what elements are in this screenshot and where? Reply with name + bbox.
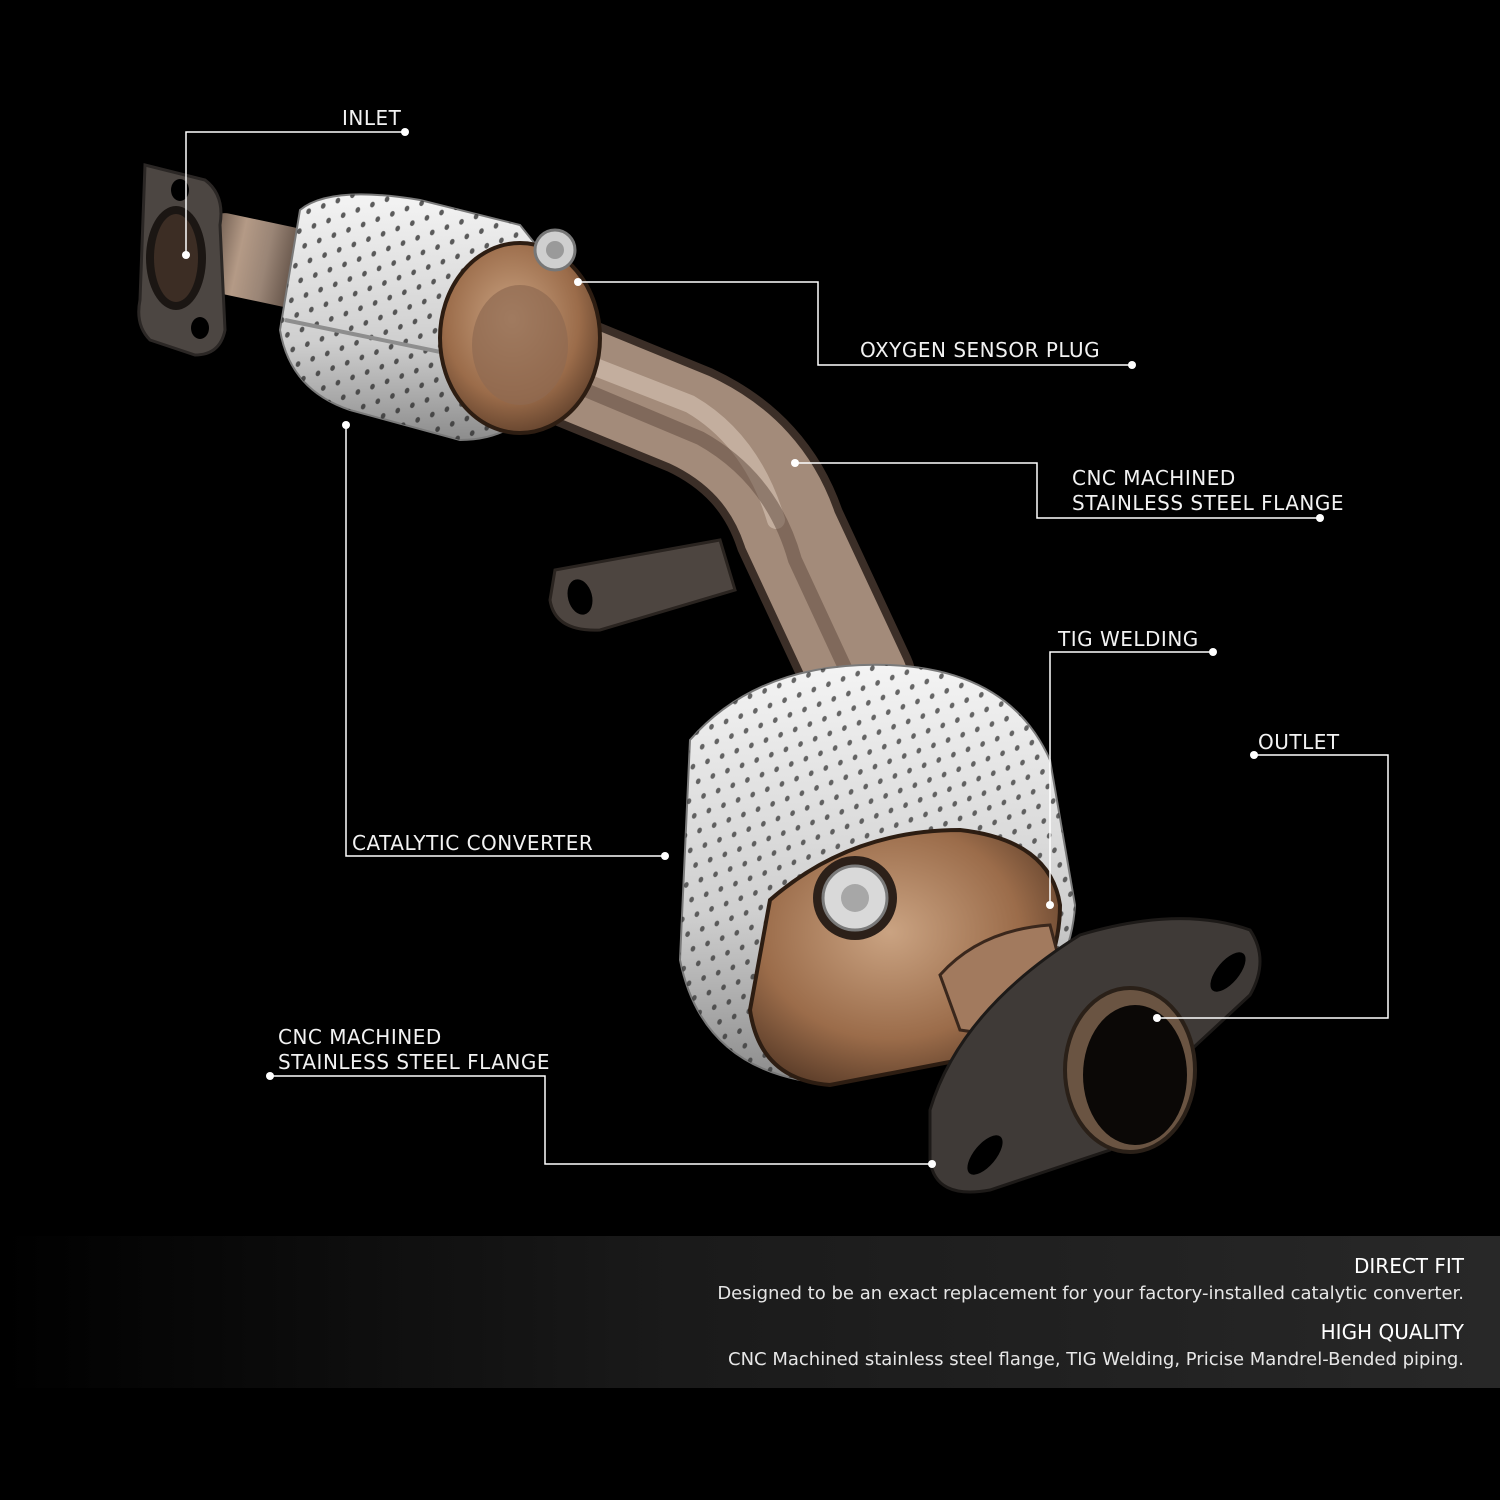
tig-welding-label: TIG WELDING — [1058, 627, 1199, 651]
feature-heading: DIRECT FIT — [1354, 1254, 1464, 1278]
feature-text: CNC Machined stainless steel flange, TIG… — [728, 1349, 1464, 1370]
outlet-flange — [928, 917, 1262, 1194]
cnc-flange-lower-label: CNC MACHINED STAINLESS STEEL FLANGE — [278, 1025, 550, 1075]
inlet-flange — [137, 163, 314, 357]
features-band: DIRECT FIT Designed to be an exact repla… — [0, 1236, 1500, 1388]
cnc-flange-lower-line1: CNC MACHINED — [278, 1025, 442, 1049]
feature-heading: HIGH QUALITY — [1320, 1320, 1464, 1344]
outlet-label: OUTLET — [1258, 730, 1340, 754]
cnc-flange-upper-line1: CNC MACHINED — [1072, 466, 1236, 490]
cnc-flange-lower-line2: STAINLESS STEEL FLANGE — [278, 1050, 550, 1074]
feature-high-quality: HIGH QUALITY CNC Machined stainless stee… — [728, 1320, 1464, 1372]
exhaust-pipe — [414, 274, 916, 736]
leader-dots — [182, 128, 1324, 1168]
feature-text: Designed to be an exact replacement for … — [717, 1283, 1464, 1304]
cnc-flange-upper-line2: STAINLESS STEEL FLANGE — [1072, 491, 1344, 515]
cnc-flange-upper-label: CNC MACHINED STAINLESS STEEL FLANGE — [1072, 466, 1344, 516]
upper-converter — [278, 193, 602, 442]
inlet-label: INLET — [342, 106, 402, 130]
feature-direct-fit: DIRECT FIT Designed to be an exact repla… — [717, 1254, 1464, 1306]
leader-lines — [185, 131, 1389, 1165]
mounting-bracket — [548, 538, 737, 632]
catalytic-converter-label: CATALYTIC CONVERTER — [352, 831, 594, 855]
oxygen-sensor-plug-label: OXYGEN SENSOR PLUG — [860, 338, 1101, 362]
